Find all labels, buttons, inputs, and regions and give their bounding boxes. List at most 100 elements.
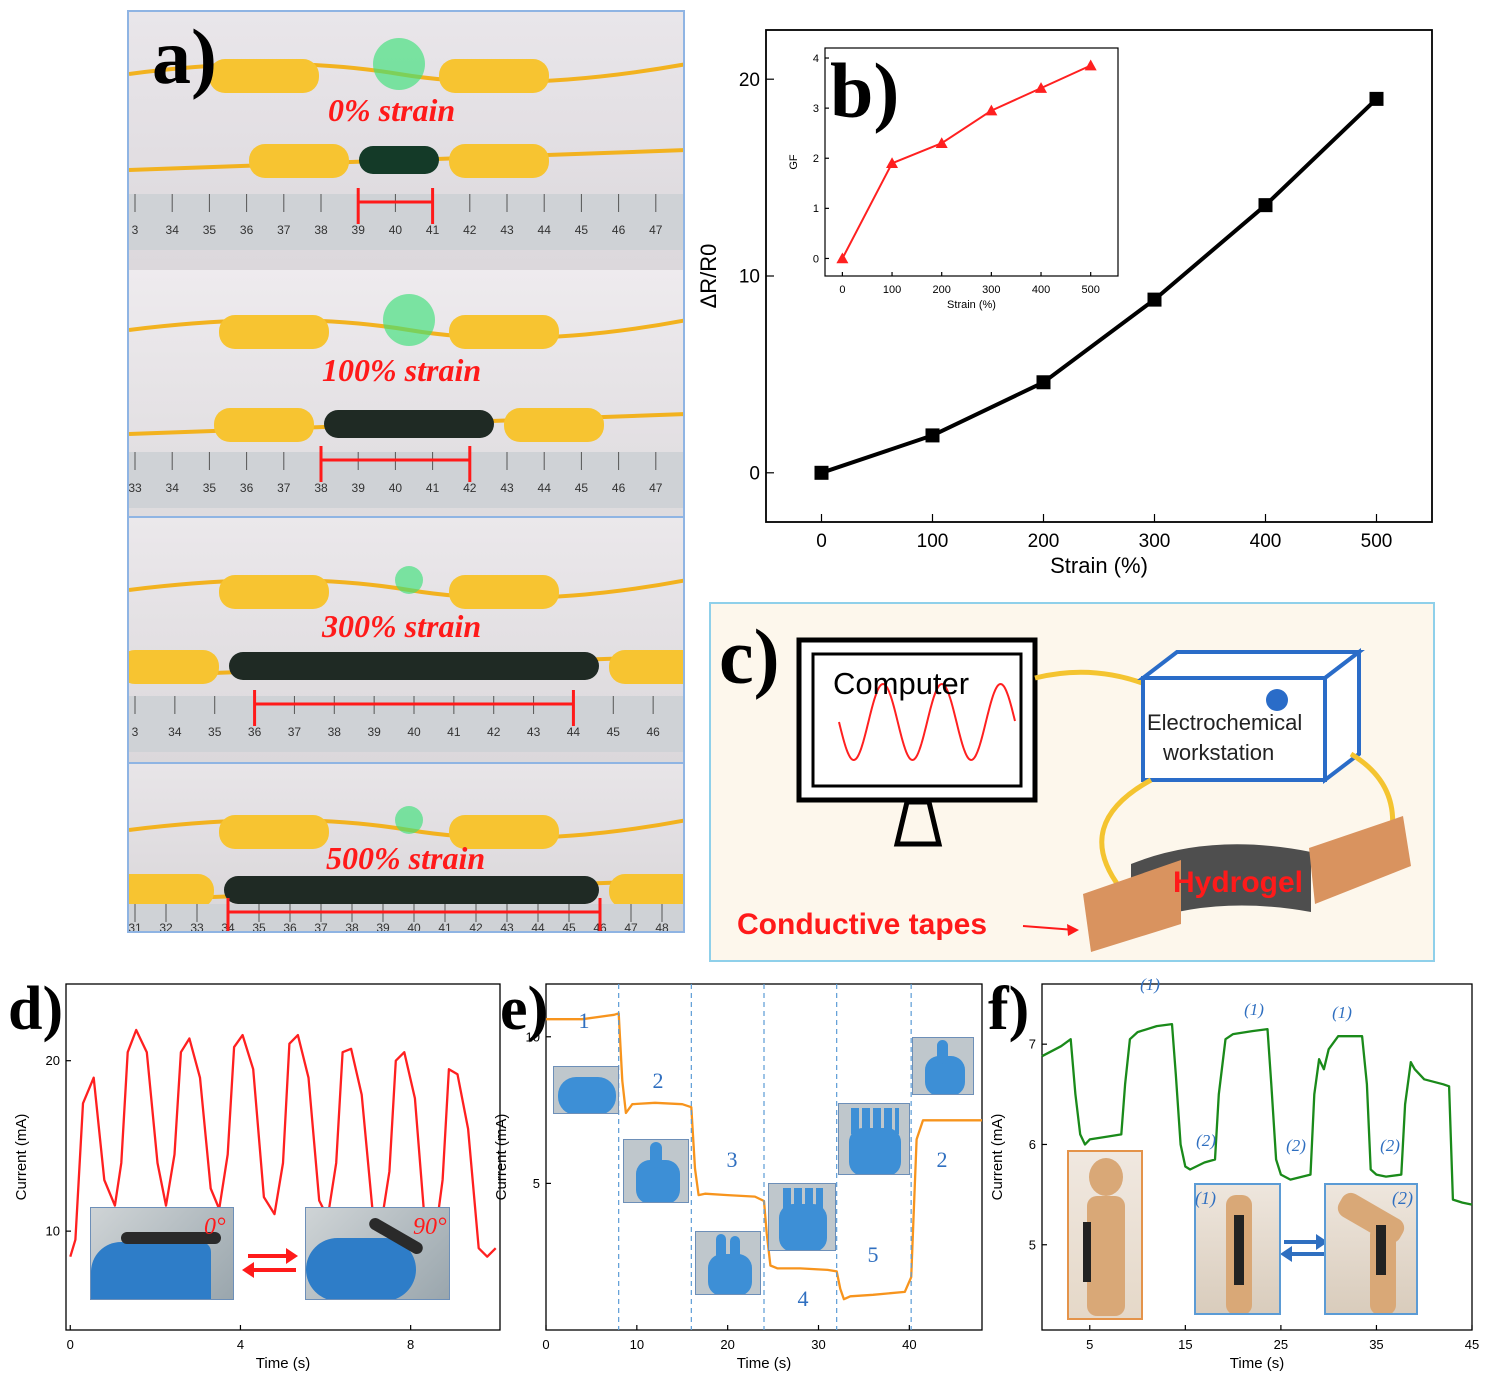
glove-finger (730, 1236, 740, 1260)
panel-e-letter: e) (500, 975, 549, 1043)
ruler-number: 35 (203, 481, 217, 495)
led-glow (395, 806, 423, 834)
hydrogel-sample (359, 146, 439, 174)
gesture-number: 2 (653, 1068, 664, 1093)
glove-fingers (851, 1108, 899, 1134)
b-main-x-tick-label: 300 (1139, 531, 1171, 552)
glove-hand (849, 1128, 901, 1174)
ruler-number: 37 (288, 725, 302, 739)
ruler-number: 34 (168, 725, 182, 739)
ruler-number: 3 (132, 223, 139, 237)
gesture-photo-2-repeat (912, 1037, 974, 1095)
ruler-number: 31 (128, 921, 142, 933)
b-inset-x-tick-label: 400 (1032, 284, 1050, 296)
angle-0-label: 0° (204, 1214, 226, 1240)
glove-finger (937, 1040, 948, 1064)
clip-right-upper (449, 315, 559, 349)
ruler-number: 42 (469, 921, 483, 933)
ruler-number: 44 (531, 921, 545, 933)
clip-right-lower (609, 650, 683, 684)
swap-arrow-bottom-head (242, 1262, 254, 1278)
ruler-number: 44 (567, 725, 581, 739)
led-glow (395, 566, 423, 594)
ruler-number: 45 (575, 481, 589, 495)
workstation-front (1141, 676, 1327, 782)
gesture-number: 2 (937, 1147, 948, 1172)
ruler-number: 38 (328, 725, 342, 739)
panel-d-letter: d) (8, 975, 64, 1043)
e-x-tick-label: 10 (630, 1337, 644, 1352)
clip-right-upper (449, 815, 559, 849)
ruler (129, 904, 683, 931)
strain-label-500: 500% strain (326, 840, 486, 876)
clip-left-lower (129, 874, 214, 908)
f-swap-arrow-bottom-head (1280, 1246, 1292, 1262)
b-inset-y-tick-label: 2 (813, 153, 819, 165)
sensor-strip (1376, 1225, 1386, 1275)
e-y-tick-label: 10 (526, 1029, 540, 1044)
gesture-photo-4 (768, 1183, 836, 1251)
ruler-number: 35 (203, 223, 217, 237)
tapes-arrow-line (1022, 925, 1076, 931)
ruler-number: 32 (159, 921, 173, 933)
inset-background (815, 48, 1118, 276)
ruler-number: 40 (407, 725, 421, 739)
ruler-number: 46 (612, 223, 626, 237)
ruler-number: 46 (612, 481, 626, 495)
f-y-axis-label: Current (mA) (989, 1114, 1006, 1201)
ruler-number: 35 (208, 725, 222, 739)
state-label: (2) (1286, 1136, 1306, 1155)
gesture-number: 4 (798, 1286, 809, 1311)
computer-label: Computer (833, 666, 970, 701)
mannequin-photo-arm-bent (1324, 1183, 1418, 1315)
strain-label-0: 0% strain (328, 92, 456, 128)
ruler-number: 47 (649, 223, 663, 237)
f-x-axis-label: Time (s) (1230, 1355, 1284, 1372)
ruler-number: 40 (389, 223, 403, 237)
d-x-axis-label: Time (s) (256, 1355, 310, 1372)
sensor-strip (1234, 1215, 1244, 1285)
b-main-data-point (814, 465, 829, 480)
d-x-tick-label: 8 (407, 1337, 414, 1352)
tapes-arrow-head (1067, 924, 1079, 936)
f-y-tick-label: 5 (1029, 1237, 1036, 1252)
b-inset-data-point (1084, 59, 1097, 71)
b-inset-y-tick-label: 4 (813, 53, 819, 65)
b-inset-x-tick-label: 500 (1082, 284, 1100, 296)
b-main-x-tick-label: 0 (816, 531, 827, 552)
hydrogel-sample (224, 876, 599, 904)
ruler-number: 37 (277, 223, 291, 237)
finger-0-degree-photo (90, 1207, 234, 1300)
glove-hand (558, 1077, 616, 1113)
state-2-photo-label: (2) (1392, 1188, 1413, 1208)
b-main-data-point (925, 428, 940, 443)
b-main-x-tick-label: 400 (1250, 531, 1282, 552)
e-x-tick-label: 0 (542, 1337, 549, 1352)
f-series-line (1041, 1022, 1473, 1206)
e-y-axis-label: Current (mA) (493, 1114, 510, 1201)
setup-schematic (796, 637, 1411, 952)
e-x-axis-label: Time (s) (737, 1355, 791, 1372)
mannequin-head (1089, 1158, 1123, 1196)
f-x-tick-label: 45 (1465, 1337, 1479, 1352)
f-y-tick-label: 6 (1029, 1137, 1036, 1152)
clip-right-upper (449, 575, 559, 609)
gesture-photo-3 (695, 1231, 761, 1295)
ruler-number: 34 (166, 481, 180, 495)
workstation-label-1: Electrochemical (1147, 710, 1303, 735)
e-series-line (546, 1012, 982, 1301)
state-label: (2) (1196, 1131, 1216, 1150)
ruler-number: 41 (426, 223, 440, 237)
ruler-number: 43 (500, 921, 514, 933)
e-x-tick-label: 30 (811, 1337, 825, 1352)
clip-left-upper (219, 315, 329, 349)
b-inset-y-tick-label: 0 (813, 253, 819, 265)
ruler-number: 39 (367, 725, 381, 739)
ruler-number: 41 (447, 725, 461, 739)
sensor-strip (121, 1232, 221, 1244)
b-main-x-tick-label: 500 (1361, 531, 1393, 552)
clip-left-lower (249, 144, 349, 178)
